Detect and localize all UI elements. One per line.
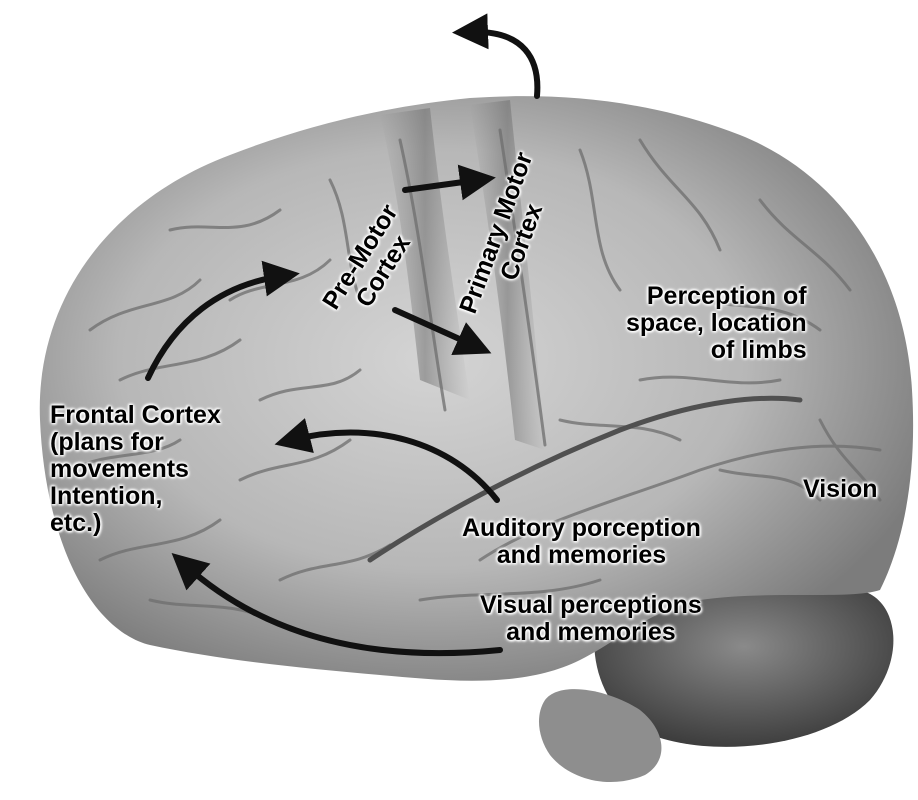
frontal-cortex-label: Frontal Cortex (plans for movements Inte…	[50, 402, 221, 537]
visual-label: Visual perceptions and memories	[480, 592, 702, 646]
arrow-top-out	[470, 32, 537, 96]
auditory-label: Auditory porception and memories	[462, 515, 701, 569]
perception-space-label: Perception of space, location of limbs	[626, 283, 807, 364]
cerebrum	[40, 96, 913, 681]
vision-label: Vision	[803, 476, 878, 503]
